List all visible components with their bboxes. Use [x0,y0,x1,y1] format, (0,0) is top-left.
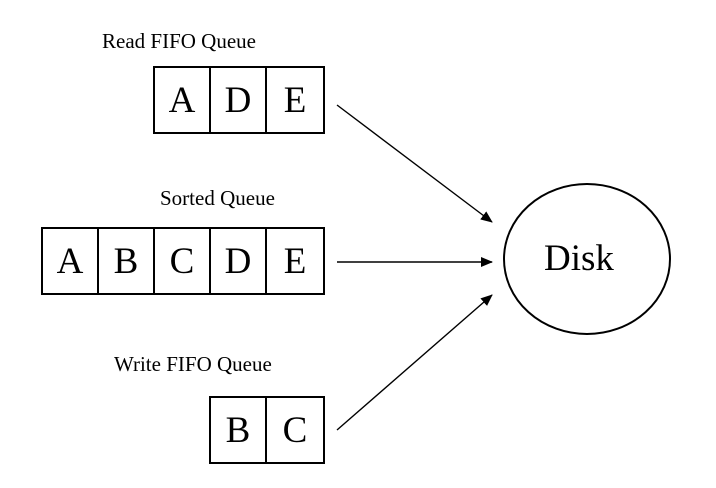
disk-label: Disk [544,238,614,279]
read-queue: A D E [153,66,325,134]
read-queue-item: E [283,79,307,121]
write-queue-item: B [211,398,267,462]
sorted-queue-item: E [283,240,307,282]
write-queue-item: C [282,409,308,451]
sorted-queue-item: A [43,229,99,293]
sorted-queue: A B C D E [41,227,325,295]
write-queue: B C [209,396,325,464]
disk-circle [503,183,671,335]
read-queue-label: Read FIFO Queue [102,29,256,53]
read-queue-item: A [155,68,211,132]
sorted-queue-label: Sorted Queue [160,186,275,210]
write-to-disk-arrow [336,294,493,431]
sorted-queue-item: D [211,229,267,293]
read-to-disk-arrow [336,104,493,223]
write-queue-label: Write FIFO Queue [114,352,272,376]
sorted-queue-item: B [99,229,155,293]
sorted-queue-item: C [155,229,211,293]
read-queue-item: D [211,68,267,132]
